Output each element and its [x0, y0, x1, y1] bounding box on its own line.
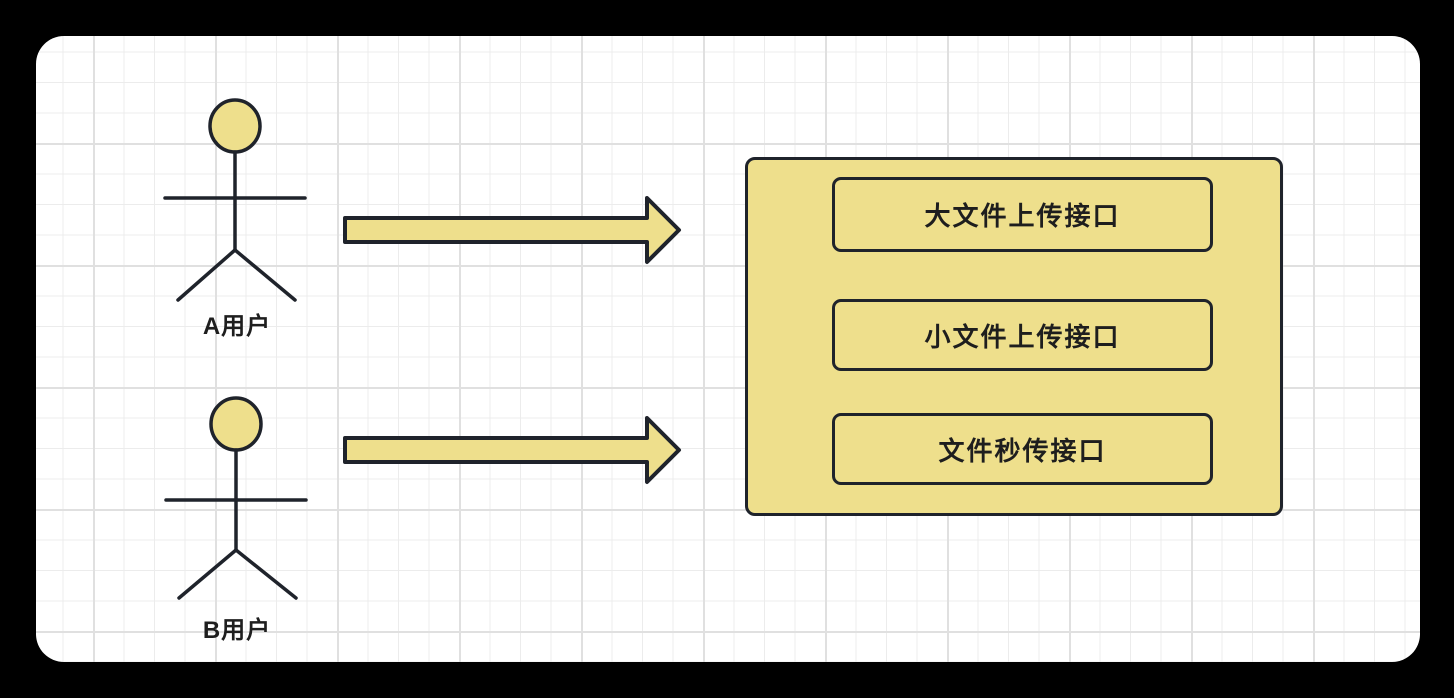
actor-a-stick-figure-icon	[163, 98, 307, 302]
block-arrow-right-icon-b	[343, 416, 681, 484]
interface-box-large-file-upload: 大文件上传接口	[832, 177, 1213, 252]
interface-box-small-file-upload: 小文件上传接口	[832, 299, 1213, 371]
actor-b-stick-figure-icon	[164, 396, 308, 600]
actor-b-label: B用户	[202, 617, 272, 644]
block-arrow-right-icon-a	[343, 196, 681, 264]
diagram-shapes	[163, 98, 681, 600]
diagram-canvas: A用户 B用户 大文件上传接口 小文件上传接口 文件秒传接口	[36, 36, 1420, 662]
actor-a-label: A用户	[202, 313, 272, 340]
interface-box-instant-file-transfer: 文件秒传接口	[832, 413, 1213, 485]
